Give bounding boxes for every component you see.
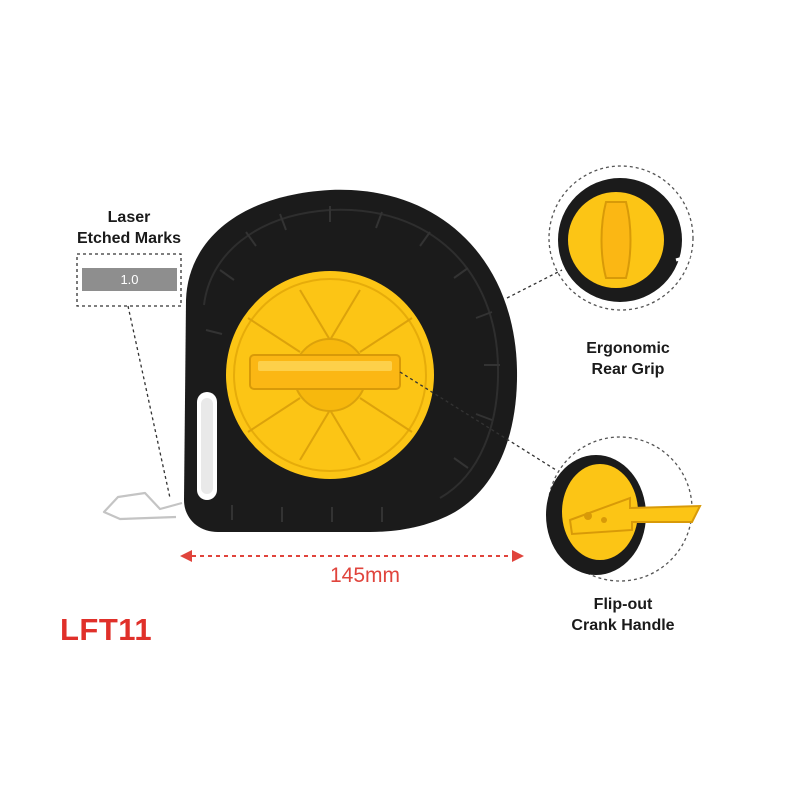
laser-etched-marks-label: Laser Etched Marks [62, 207, 196, 249]
dimension-label: 145mm [329, 564, 401, 587]
rear-grip-label: Ergonomic Rear Grip [548, 338, 708, 380]
grip-label-line1: Ergonomic [586, 340, 670, 357]
grip-label-line2: Rear Grip [591, 361, 665, 378]
rear-grip-inset [506, 165, 694, 311]
laser-label-line1: Laser [107, 209, 151, 226]
crank-label-line1: Flip-out [593, 596, 653, 613]
crank-handle-inset [399, 371, 702, 582]
crank-label-line2: Crank Handle [571, 617, 675, 634]
dimension-arrow [180, 550, 524, 562]
laser-label-line2: Etched Marks [76, 230, 182, 247]
model-name: LFT11 [60, 612, 153, 647]
yellow-hub [226, 271, 434, 479]
laser-callout-lines [76, 253, 182, 499]
tape-hook [102, 491, 183, 521]
crank-handle-label: Flip-out Crank Handle [538, 594, 708, 636]
tape-sample-value: 1.0 [82, 268, 177, 291]
